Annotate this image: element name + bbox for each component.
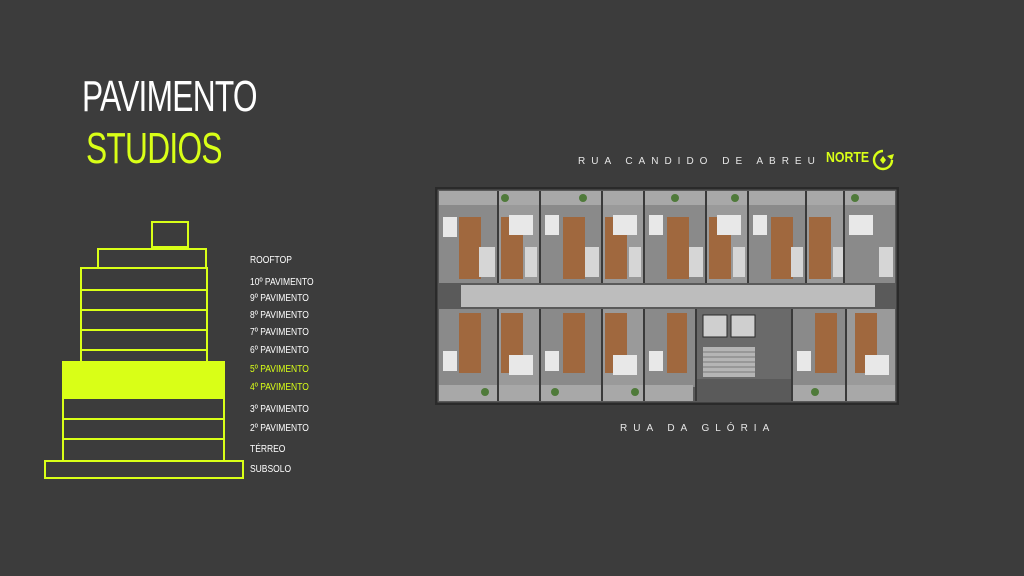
floor-block-rooftop[interactable] bbox=[97, 248, 207, 269]
floor-label-5[interactable]: 5º PAVIMENTO bbox=[250, 364, 309, 375]
title-pavimento: PAVIMENTO bbox=[82, 72, 258, 121]
floor-block-terreo[interactable] bbox=[62, 438, 225, 462]
floor-label-subsolo[interactable]: SUBSOLO bbox=[250, 464, 292, 475]
floor-plan[interactable] bbox=[435, 187, 899, 405]
floor-label-8[interactable]: 8º PAVIMENTO bbox=[250, 310, 309, 321]
floor-block-2[interactable] bbox=[62, 418, 225, 440]
floor-block-9[interactable] bbox=[80, 289, 208, 311]
floor-label-10[interactable]: 10º PAVIMENTO bbox=[250, 277, 314, 288]
floor-block-5-4[interactable] bbox=[62, 361, 225, 399]
floor-block-8[interactable] bbox=[80, 309, 208, 331]
floor-label-terreo[interactable]: TÉRREO bbox=[250, 444, 286, 455]
floor-block-rooftop-top[interactable] bbox=[151, 221, 189, 248]
floor-block-subsolo[interactable] bbox=[44, 460, 244, 479]
floor-label-9[interactable]: 9º PAVIMENTO bbox=[250, 293, 309, 304]
floor-label-4[interactable]: 4º PAVIMENTO bbox=[250, 382, 309, 393]
title-studios: STUDIOS bbox=[86, 124, 222, 173]
floor-block-10[interactable] bbox=[80, 267, 208, 291]
top-units bbox=[439, 191, 895, 283]
street-label-top: RUA CANDIDO DE ABREU bbox=[578, 156, 821, 167]
bottom-units bbox=[439, 309, 895, 401]
floor-label-2[interactable]: 2º PAVIMENTO bbox=[250, 423, 309, 434]
floor-block-3[interactable] bbox=[62, 397, 225, 420]
compass-arrow-icon bbox=[872, 149, 894, 171]
floor-label-6[interactable]: 6º PAVIMENTO bbox=[250, 345, 309, 356]
street-label-bottom: RUA DA GLÓRIA bbox=[620, 423, 776, 434]
floor-label-7[interactable]: 7º PAVIMENTO bbox=[250, 327, 309, 338]
floor-label-rooftop[interactable]: ROOFTOP bbox=[250, 255, 292, 266]
floor-label-3[interactable]: 3º PAVIMENTO bbox=[250, 404, 309, 415]
floor-block-7[interactable] bbox=[80, 329, 208, 351]
north-label: NORTE bbox=[826, 149, 870, 166]
